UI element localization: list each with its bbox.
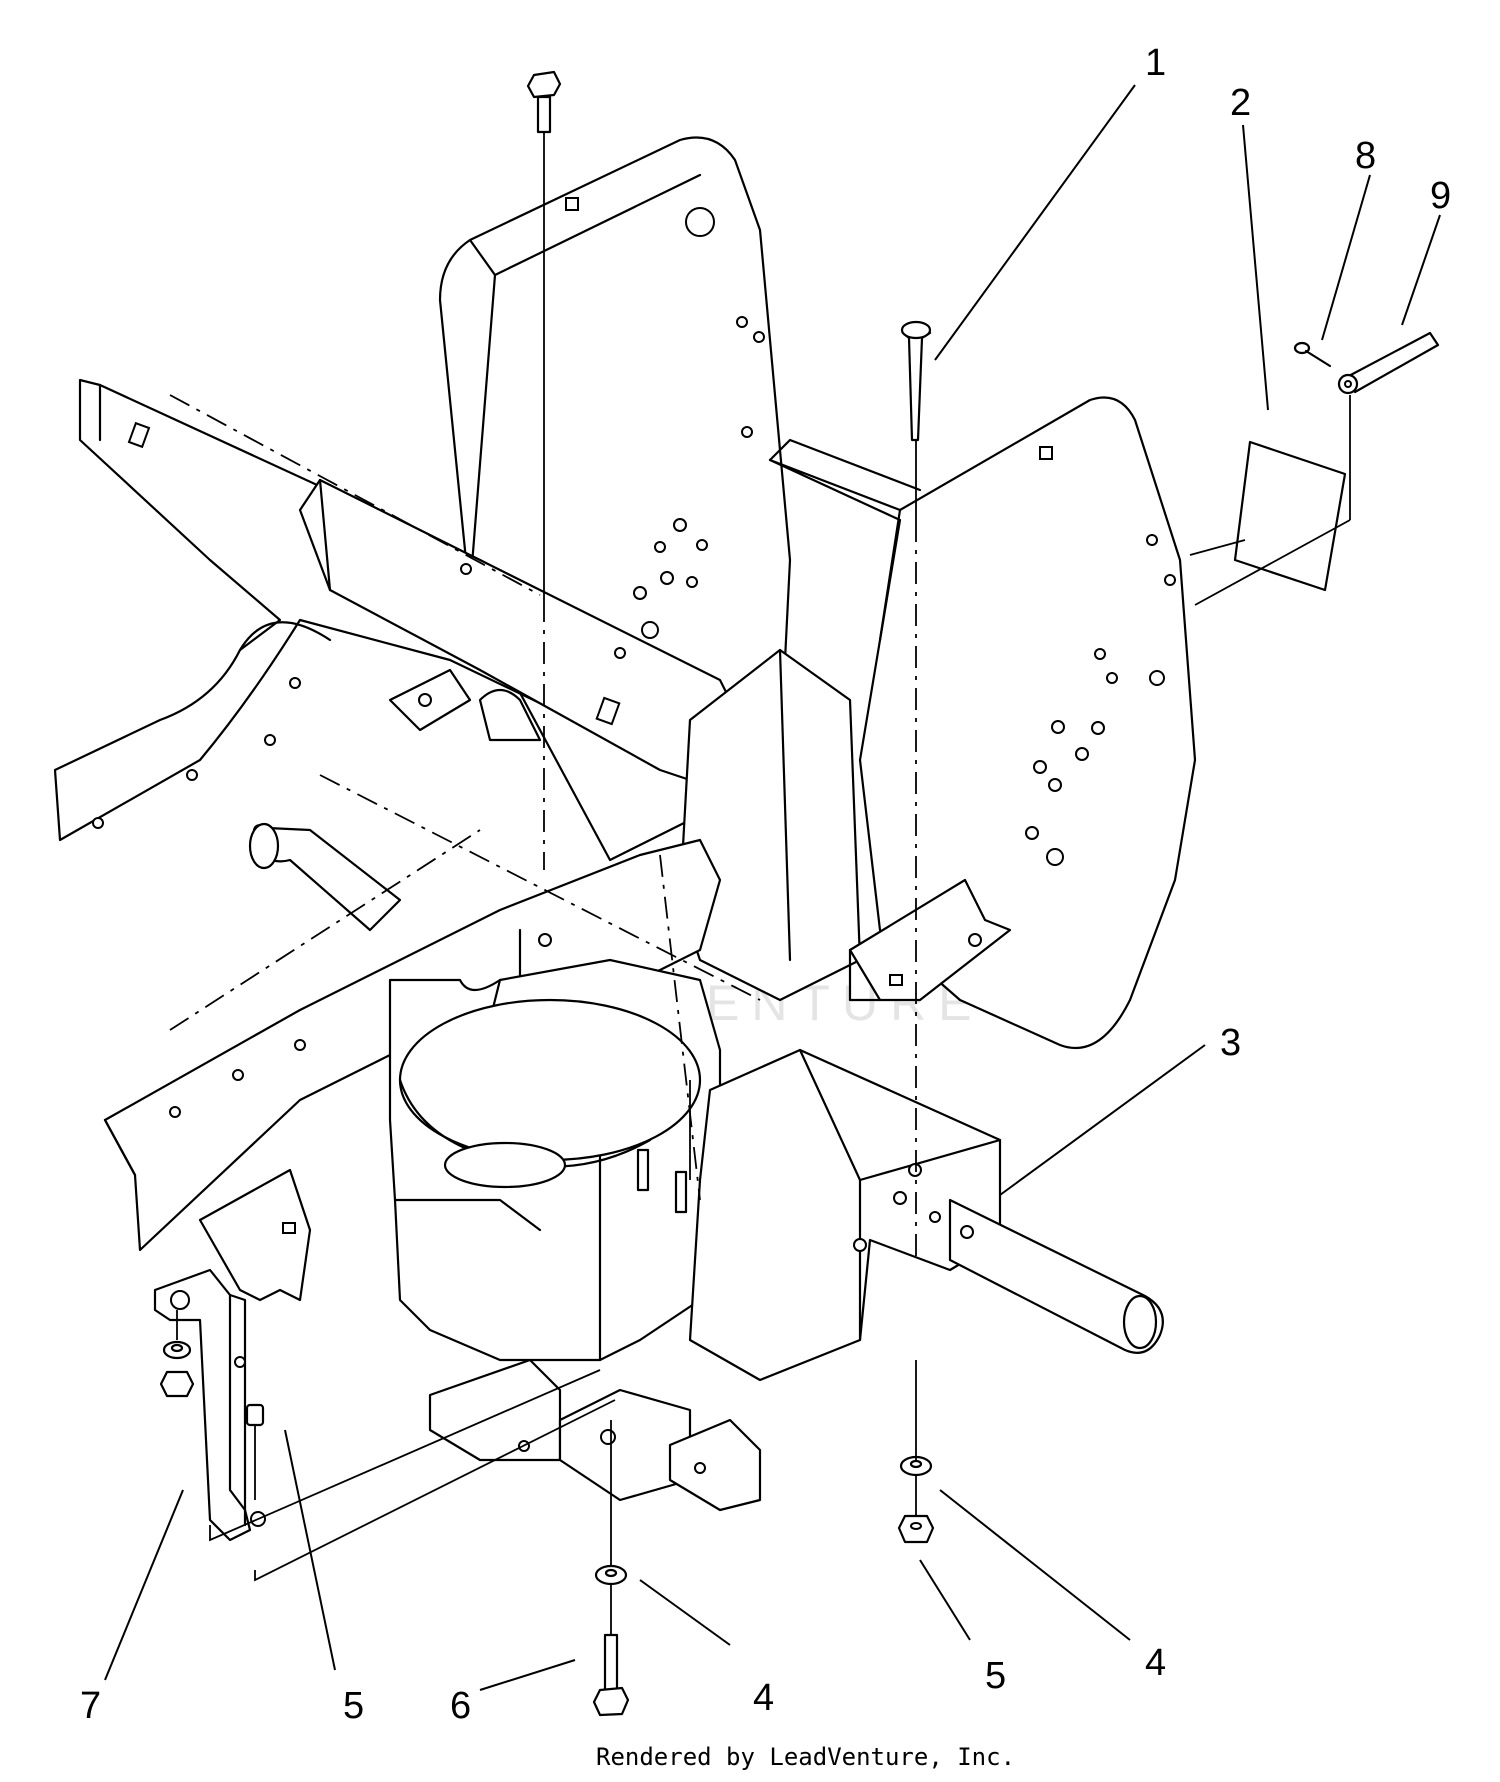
center-tunnel [678,648,862,1002]
mounting-tabs [388,668,542,742]
top-bolt [526,70,562,134]
callout-1: 1 [1145,42,1166,84]
long-pin [900,320,932,442]
nut-right [897,1514,935,1544]
callout-9: 9 [1430,175,1451,217]
rod-end [1337,331,1440,395]
right-side-plate [768,396,1197,1050]
render-credit: Rendered by LeadVenture, Inc. [596,1743,1015,1771]
callout-5-right: 5 [985,1655,1006,1697]
leader-lines [104,84,1441,1691]
callout-8: 8 [1355,135,1376,177]
assembly-lines [169,132,1351,1635]
spacer-plate [1233,440,1347,592]
washer-lower-center [594,1564,628,1586]
bracket-hardware [159,1310,265,1500]
transaxle-block [688,1048,1164,1382]
callout-4-left: 4 [753,1677,774,1719]
callout-7: 7 [80,1685,101,1727]
transaxle-pins [636,1148,688,1214]
angle-bracket [848,878,1012,1002]
callout-2: 2 [1230,82,1251,124]
cotter-pin [1293,341,1332,368]
frame-axle-stub [248,822,402,932]
callout-3: 3 [1220,1022,1241,1064]
frame-lower-bracket [198,1168,312,1302]
callout-4-right: 4 [1145,1642,1166,1684]
pulley-disc [398,998,702,1189]
callout-6: 6 [450,1685,471,1727]
bottom-bolt [592,1633,630,1717]
transaxle-base [428,1358,762,1512]
callout-numbers: 1 2 3 4 4 5 5 6 7 8 9 [80,42,1451,1727]
support-bracket [153,1268,266,1542]
callout-5-left: 5 [343,1685,364,1727]
